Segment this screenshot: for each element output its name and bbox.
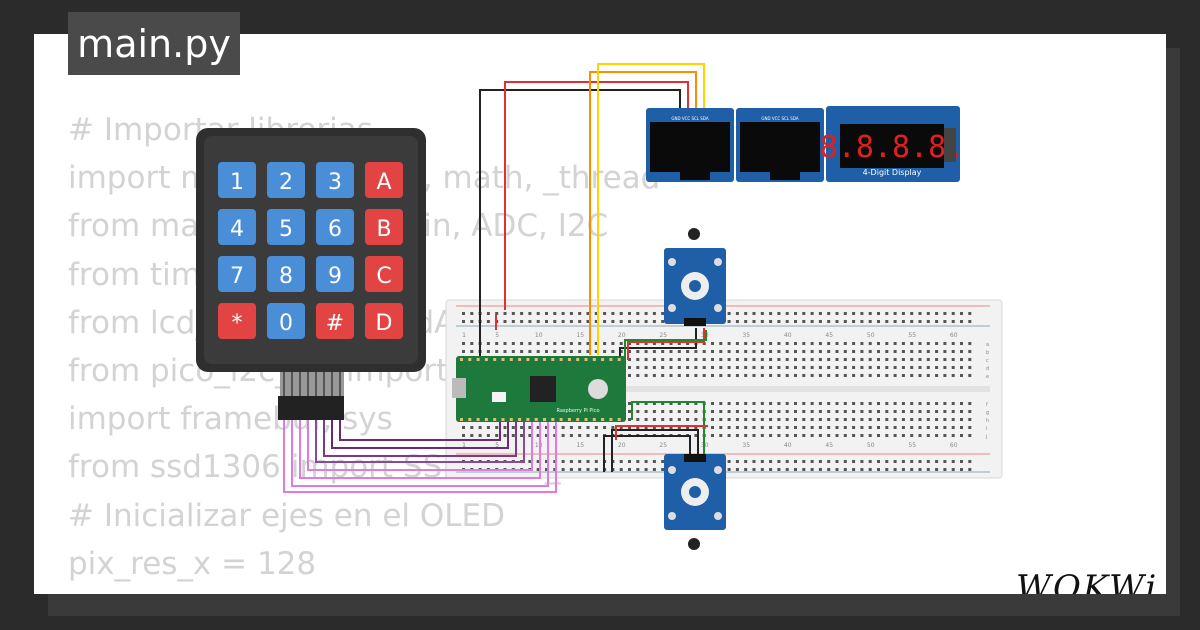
breadboard-column-number: 20	[618, 332, 626, 339]
breadboard-column-number: 10	[535, 332, 543, 339]
keypad-key[interactable]: *	[218, 303, 256, 339]
breadboard-column-number: 1	[462, 442, 466, 449]
breadboard-row-letter: c	[986, 358, 989, 364]
keypad-key[interactable]: 1	[218, 162, 256, 198]
breadboard-row-letter: a	[986, 342, 989, 348]
keypad-key[interactable]: 6	[316, 209, 354, 245]
keypad-key-label: 1	[230, 170, 244, 195]
breadboard-column-number: 5	[495, 332, 499, 339]
keypad-key-label: 2	[279, 170, 293, 195]
keypad-key[interactable]: 4	[218, 209, 256, 245]
sensor-module-top	[664, 228, 726, 326]
breadboard-column-number: 40	[784, 332, 792, 339]
breadboard-row-letter: j	[985, 434, 987, 440]
keypad-key[interactable]: 8	[267, 256, 305, 292]
keypad-key[interactable]: 9	[316, 256, 354, 292]
four-digit-readout: 8.8.8.8.	[820, 130, 965, 165]
breadboard-row-letter: h	[986, 418, 989, 424]
breadboard-column-number: 60	[950, 442, 958, 449]
breadboard-column-number: 35	[742, 332, 750, 339]
four-digit-label: 4-Digit Display	[863, 168, 922, 177]
breadboard-column-number: 35	[742, 442, 750, 449]
pico-board: Raspberry Pi Pico	[452, 356, 626, 422]
svg-text:WOKWi: WOKWi	[1016, 568, 1158, 594]
keypad-key[interactable]: 2	[267, 162, 305, 198]
keypad-key[interactable]: C	[365, 256, 403, 292]
oled-2-pins: GND VCC SCL SDA	[761, 116, 798, 121]
keypad-key-label: 8	[279, 264, 293, 289]
keypad-key[interactable]: 5	[267, 209, 305, 245]
keypad-key-label: #	[326, 311, 344, 336]
breadboard-column-number: 25	[659, 332, 667, 339]
code-line: # Inicializar ejes en el OLED	[68, 497, 505, 534]
breadboard-column-number: 40	[784, 442, 792, 449]
pico-silkscreen: Raspberry Pi Pico	[556, 408, 599, 414]
breadboard-column-number: 10	[535, 442, 543, 449]
keypad-key[interactable]: #	[316, 303, 354, 339]
keypad: 1 2 3 A 4 5 6 B 7 8 9 C * 0 # D	[196, 128, 426, 420]
keypad-key-label: 9	[328, 264, 342, 289]
breadboard-column-number: 15	[576, 442, 584, 449]
wokwi-logo: WOKWi	[1012, 561, 1166, 594]
keypad-key-label: C	[376, 264, 391, 289]
filename-tab[interactable]: main.py	[68, 12, 240, 75]
keypad-key-label: 6	[328, 217, 342, 242]
circuit-diagram: 1155101015152020252530303535404045455050…	[196, 63, 1003, 550]
breadboard-column-number: 50	[867, 442, 875, 449]
project-card[interactable]: # Importar libreriasimport machine, utim…	[34, 34, 1166, 594]
code-line: pix_res_y = 64	[68, 588, 660, 595]
breadboard-column-number: 45	[825, 332, 833, 339]
breadboard-column-number: 55	[908, 442, 916, 449]
keypad-key-label: A	[376, 170, 391, 195]
breadboard-column-number: 60	[950, 332, 958, 339]
breadboard-row-letter: g	[986, 410, 989, 416]
keypad-key-label: B	[376, 217, 391, 242]
oled-display-1: GND VCC SCL SDA	[646, 108, 734, 182]
breadboard-column-number: 15	[576, 332, 584, 339]
breadboard-column-number: 5	[495, 442, 499, 449]
breadboard-row-letter: b	[986, 350, 989, 356]
keypad-key-label: 3	[328, 170, 342, 195]
keypad-key-label: 4	[230, 217, 244, 242]
keypad-key-label: D	[376, 311, 393, 336]
keypad-key[interactable]: D	[365, 303, 403, 339]
breadboard-column-number: 25	[659, 442, 667, 449]
oled-display-2: GND VCC SCL SDA	[736, 108, 824, 182]
sensor-module-bottom	[664, 454, 726, 550]
keypad-key-label: *	[232, 311, 243, 336]
breadboard-column-number: 20	[618, 442, 626, 449]
keypad-key[interactable]: 7	[218, 256, 256, 292]
breadboard-row-letter: f	[986, 402, 988, 408]
breadboard-column-number: 55	[908, 332, 916, 339]
keypad-key-label: 7	[230, 264, 244, 289]
breadboard-column-number: 50	[867, 332, 875, 339]
oled-1-pins: GND VCC SCL SDA	[671, 116, 708, 121]
breadboard-column-number: 1	[462, 332, 466, 339]
breadboard-row-letter: d	[986, 366, 989, 372]
keypad-key[interactable]: B	[365, 209, 403, 245]
breadboard-row-letter: e	[986, 374, 989, 380]
keypad-key[interactable]: 3	[316, 162, 354, 198]
wires	[283, 63, 708, 493]
four-digit-display: 8.8.8.8. 4-Digit Display	[820, 106, 965, 182]
keypad-key[interactable]: 0	[267, 303, 305, 339]
breadboard-row-letter: i	[986, 426, 987, 432]
code-line: pix_res_x = 128	[68, 545, 317, 582]
breadboard-column-number: 45	[825, 442, 833, 449]
keypad-key-label: 5	[279, 217, 293, 242]
keypad-key-label: 0	[279, 311, 293, 336]
keypad-key[interactable]: A	[365, 162, 403, 198]
